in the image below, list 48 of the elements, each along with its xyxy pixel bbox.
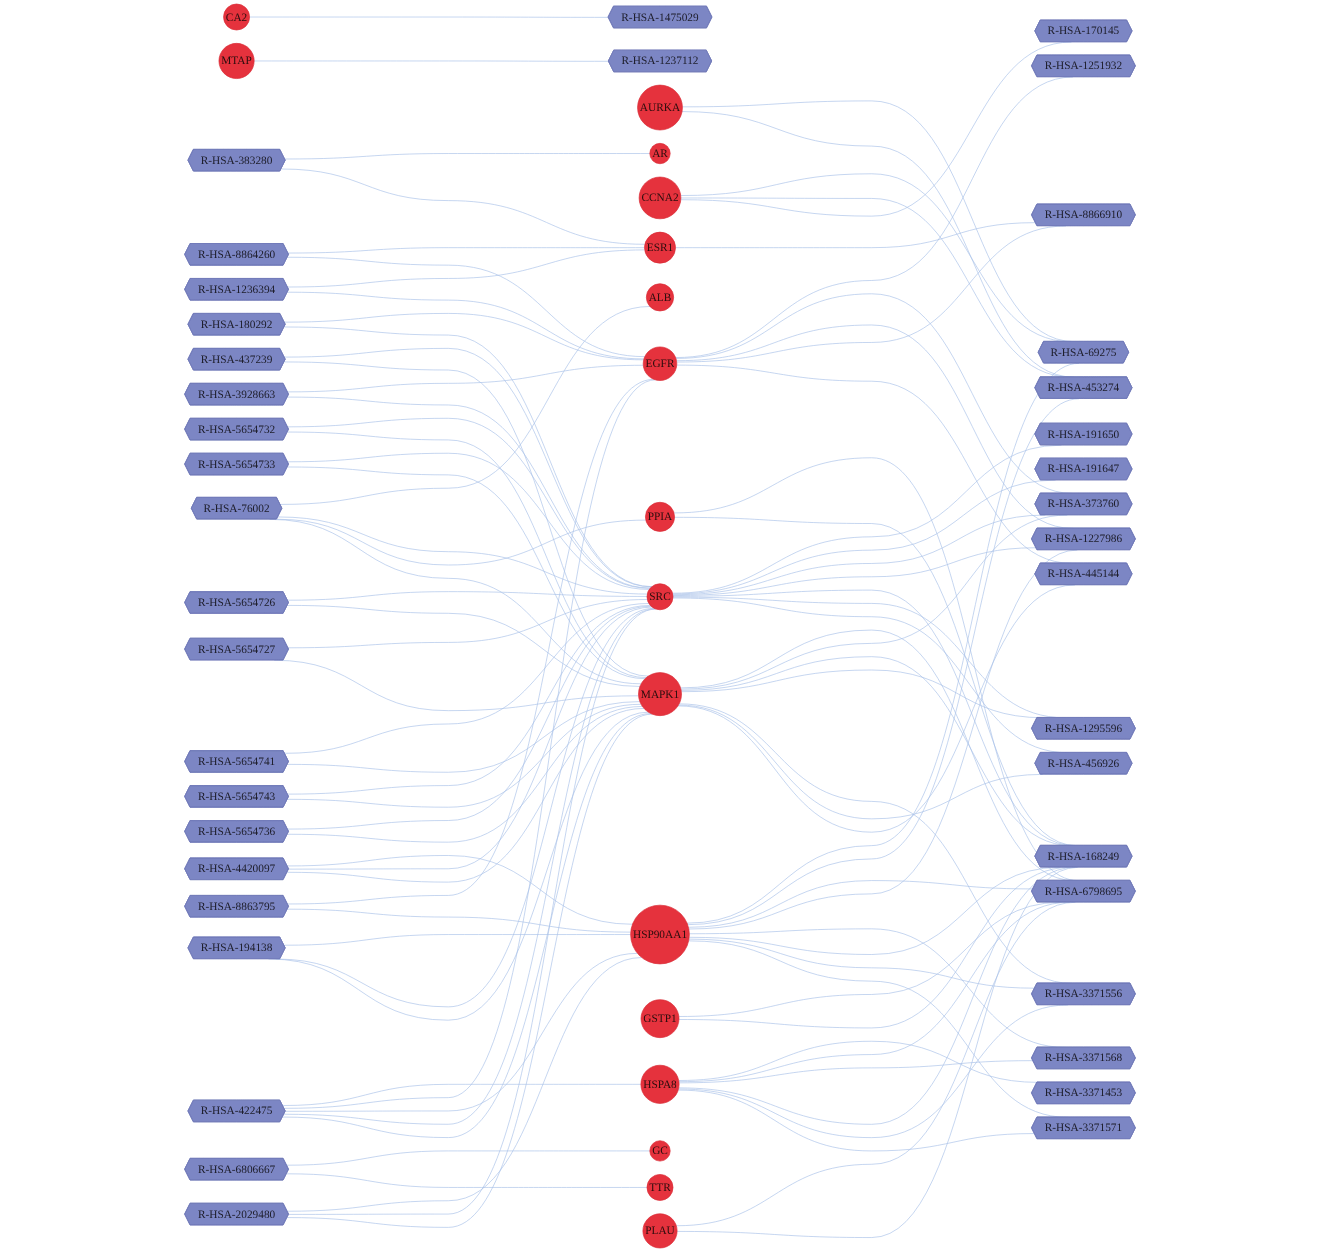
connector bbox=[287, 256, 646, 357]
connector bbox=[253, 60, 609, 62]
connector bbox=[287, 452, 650, 590]
connector bbox=[678, 1040, 1040, 1083]
connector bbox=[688, 880, 1034, 928]
connector bbox=[678, 1060, 1034, 1084]
connector bbox=[282, 1084, 642, 1106]
connector bbox=[688, 938, 1036, 989]
connector bbox=[287, 605, 652, 830]
connector bbox=[286, 708, 645, 883]
connector bbox=[287, 701, 641, 773]
connector bbox=[283, 379, 656, 1109]
connector bbox=[286, 1150, 651, 1166]
connector bbox=[287, 908, 632, 933]
connector bbox=[286, 1173, 648, 1188]
connector bbox=[675, 222, 1036, 248]
connector bbox=[288, 608, 657, 1215]
connector bbox=[280, 168, 646, 245]
connector bbox=[678, 704, 1043, 820]
connector bbox=[286, 713, 653, 1228]
connector bbox=[672, 547, 1037, 596]
connector bbox=[287, 249, 645, 288]
connector bbox=[287, 291, 645, 360]
connector bbox=[287, 247, 645, 254]
connector bbox=[277, 516, 648, 595]
connector bbox=[288, 606, 653, 870]
connector bbox=[287, 706, 643, 843]
connector bbox=[283, 313, 644, 361]
connector bbox=[286, 957, 643, 1212]
connector bbox=[283, 608, 656, 1125]
connector bbox=[283, 934, 631, 946]
connector bbox=[283, 361, 649, 677]
connector bbox=[284, 603, 650, 754]
connector bbox=[287, 605, 651, 795]
connector bbox=[287, 364, 644, 393]
connector bbox=[285, 953, 638, 1112]
connector bbox=[282, 713, 652, 1138]
connector bbox=[677, 1089, 1035, 1152]
connector bbox=[286, 855, 633, 925]
connector bbox=[287, 599, 648, 649]
connector bbox=[284, 153, 651, 160]
connector bbox=[688, 549, 1078, 930]
connector bbox=[287, 379, 655, 905]
connector bbox=[287, 605, 641, 687]
connector bbox=[279, 306, 651, 505]
connector bbox=[249, 16, 609, 18]
connector bbox=[287, 591, 648, 601]
connector bbox=[287, 703, 642, 808]
